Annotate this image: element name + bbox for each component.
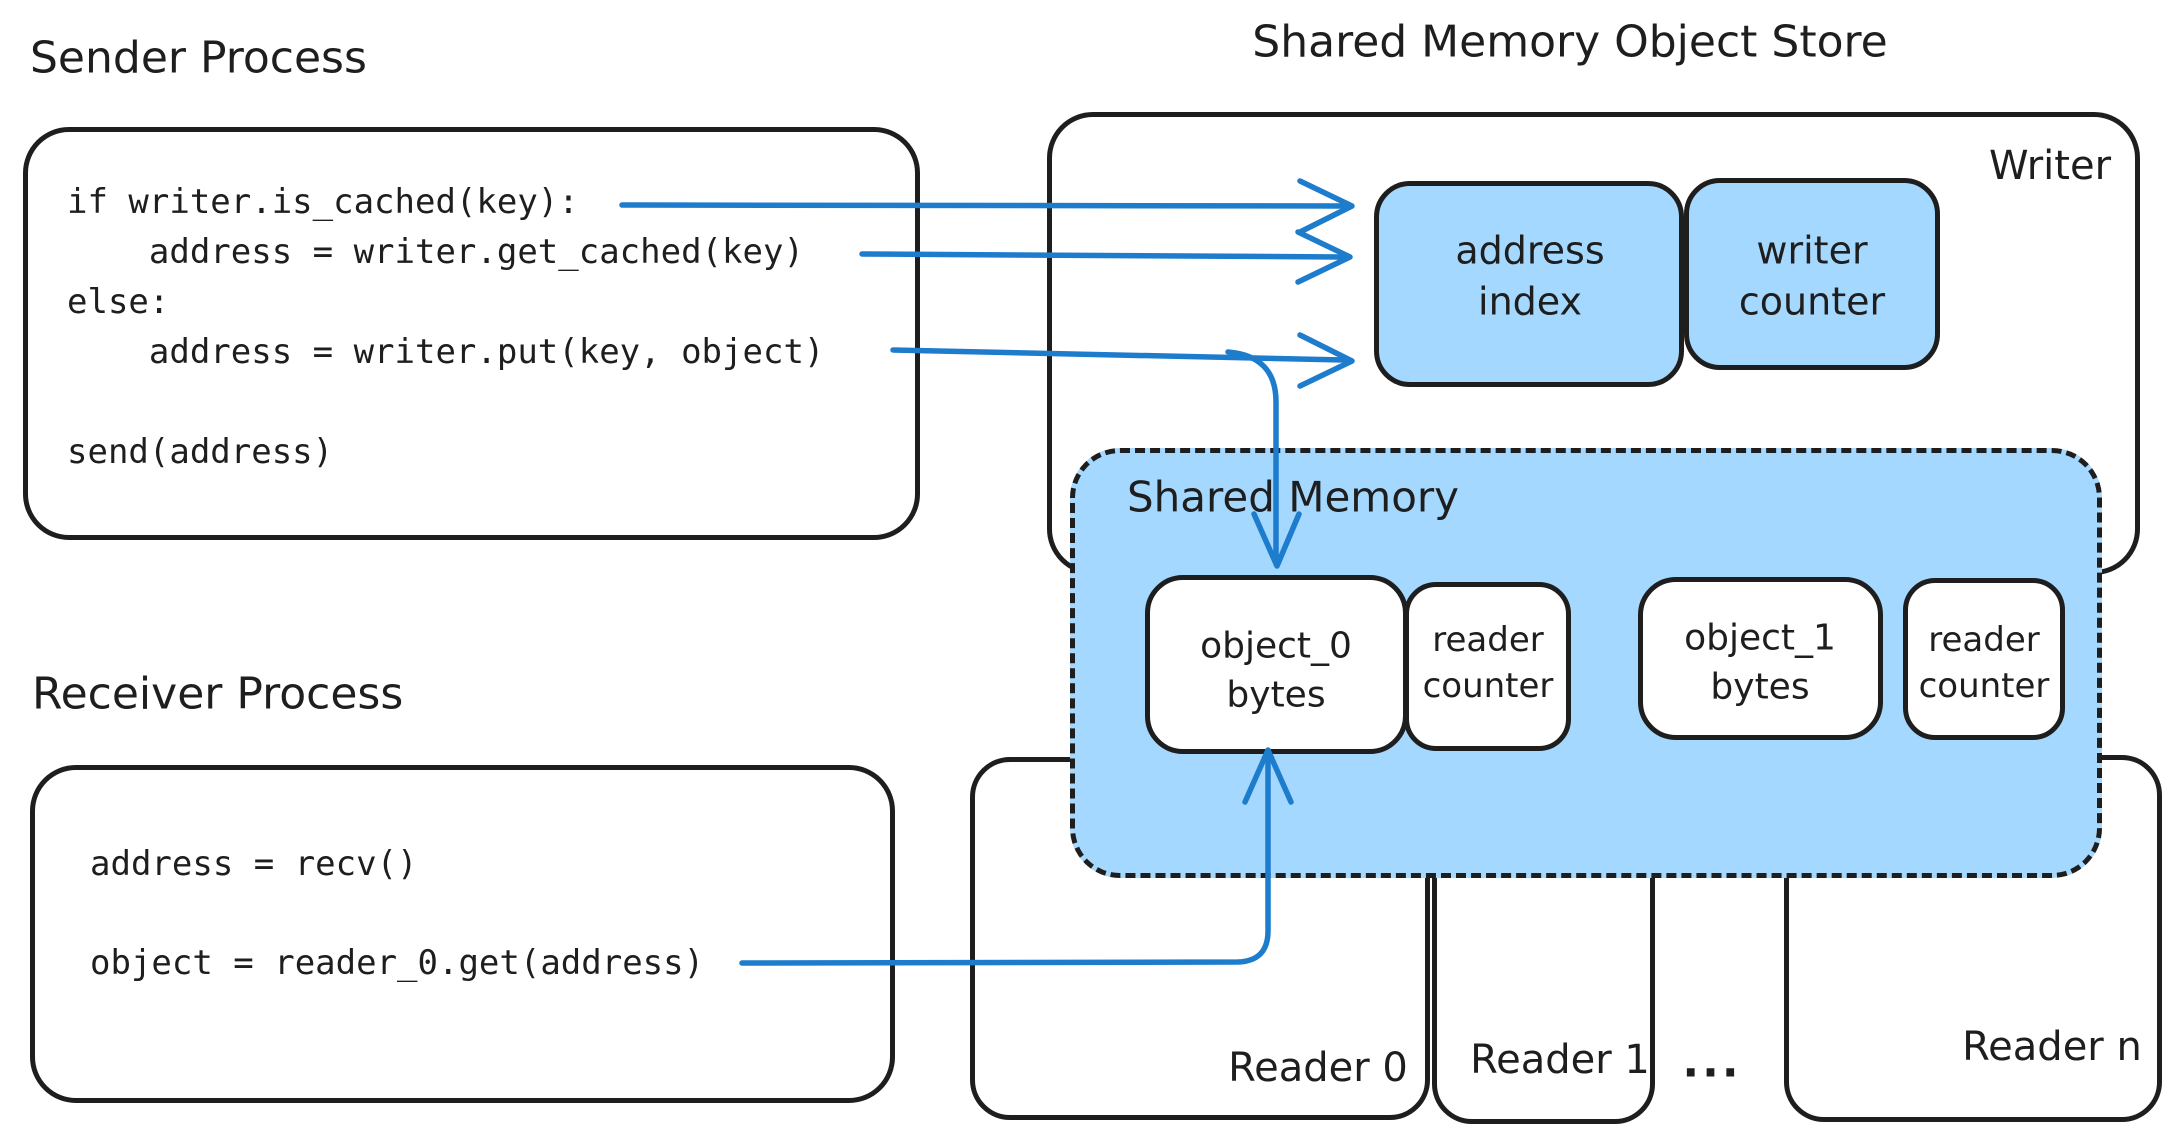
object-1-label: object_1 bytes (1684, 617, 1836, 707)
reader-1-label: Reader 1 (1470, 1037, 1650, 1083)
object-0-label: object_0 bytes (1200, 625, 1352, 715)
shared-memory-label: Shared Memory (1127, 472, 1460, 522)
object-1-reader-counter-box (1903, 578, 2065, 740)
receiver-code: address = recv() object = reader_0.get(a… (90, 844, 705, 983)
object-1-reader-counter-label: reader counter (1918, 620, 2050, 706)
readers-ellipsis: ... (1682, 1036, 1742, 1088)
writer-counter-label: writer counter (1738, 228, 1886, 324)
object-1-box (1638, 577, 1883, 740)
object-0-box (1145, 575, 1408, 754)
object-0-reader-counter-box (1404, 582, 1571, 751)
receiver-process-title: Receiver Process (32, 668, 404, 720)
sender-process-box (23, 127, 920, 540)
reader-0-label: Reader 0 (1228, 1045, 1408, 1091)
reader-n-label: Reader n (1962, 1024, 2142, 1070)
address-index-label: address index (1455, 228, 1605, 324)
address-index-box (1374, 181, 1684, 387)
sender-process-title: Sender Process (30, 32, 367, 84)
sender-code: if writer.is_cached(key): address = writ… (67, 182, 825, 472)
writer-label: Writer (1988, 143, 2112, 189)
store-title: Shared Memory Object Store (1252, 16, 1888, 68)
object-0-reader-counter-label: reader counter (1422, 620, 1554, 706)
writer-counter-box (1684, 178, 1940, 370)
